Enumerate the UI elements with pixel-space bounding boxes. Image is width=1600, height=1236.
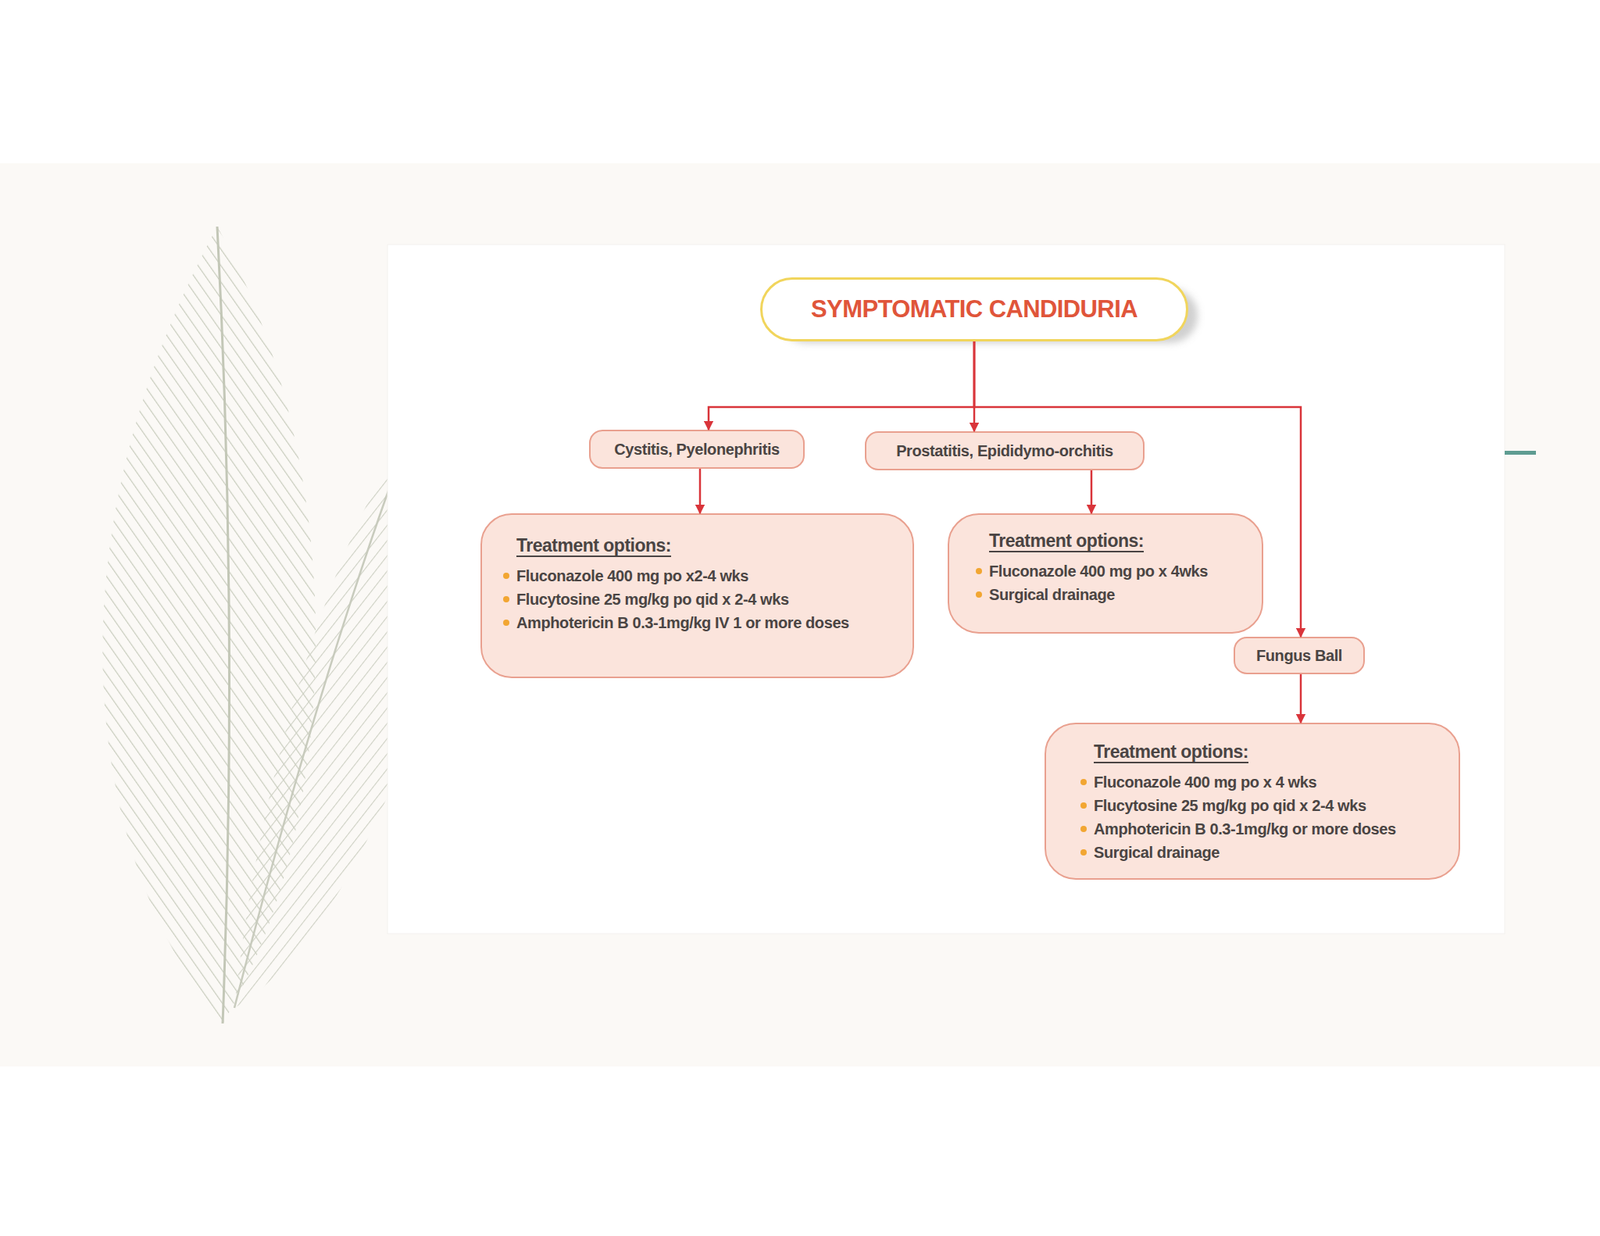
- accent-dash: [1504, 450, 1536, 455]
- treatment-item: Flucytosine 25 mg/kg po qid x 2-4 wks: [503, 587, 913, 611]
- treatment-item: Flucytosine 25 mg/kg po qid x 2-4 wks: [1080, 793, 1459, 818]
- node-label: Prostatitis, Epididymo-orchitis: [896, 442, 1114, 461]
- condition-box: Fungus Ball: [1233, 636, 1365, 675]
- condition-box: Prostatitis, Epididymo-orchitis: [864, 431, 1145, 471]
- flow-arrow: [973, 341, 976, 432]
- flow-arrow: [708, 341, 975, 430]
- section-heading: Treatment options:: [1093, 741, 1459, 763]
- treatment-item: Fluconazole 400 mg po x2-4 wks: [503, 564, 913, 588]
- treatment-box: Treatment options: Fluconazole 400 mg po …: [480, 513, 915, 679]
- flow-arrow: [1090, 470, 1093, 514]
- flow-arrow: [1300, 674, 1303, 723]
- treatment-box: Treatment options: Fluconazole 400 mg po …: [947, 513, 1264, 634]
- content-panel: [387, 244, 1505, 934]
- treatment-item: Amphotericin B 0.3-1mg/kg IV 1 or more d…: [503, 610, 913, 635]
- feather: [234, 460, 391, 1008]
- treatment-item: Amphotericin B 0.3-1mg/kg or more doses: [1080, 817, 1459, 841]
- flow-arrow: [699, 468, 702, 514]
- feather-spine: [234, 484, 391, 1008]
- condition-box: Cystitis, Pyelonephritis: [589, 429, 805, 469]
- section-heading: Treatment options:: [989, 530, 1262, 552]
- background-band: [0, 163, 1600, 1067]
- feather-spine: [217, 226, 230, 1024]
- treatment-item: Fluconazole 400 mg po x 4wks: [975, 559, 1262, 583]
- treatment-item: Surgical drainage: [1080, 840, 1459, 865]
- section-heading: Treatment options:: [516, 535, 913, 557]
- node-label: Fungus Ball: [1256, 646, 1343, 665]
- treatment-box: Treatment options: Fluconazole 400 mg po …: [1044, 722, 1461, 880]
- node-label: Cystitis, Pyelonephritis: [614, 440, 780, 459]
- treatment-item: Fluconazole 400 mg po x 4 wks: [1080, 770, 1459, 794]
- root-title: SYMPTOMATIC CANDIDURIA: [810, 295, 1138, 324]
- treatment-item: Surgical drainage: [975, 582, 1262, 607]
- flow-arrow: [974, 341, 1301, 637]
- root-box: SYMPTOMATIC CANDIDURIA: [760, 277, 1189, 342]
